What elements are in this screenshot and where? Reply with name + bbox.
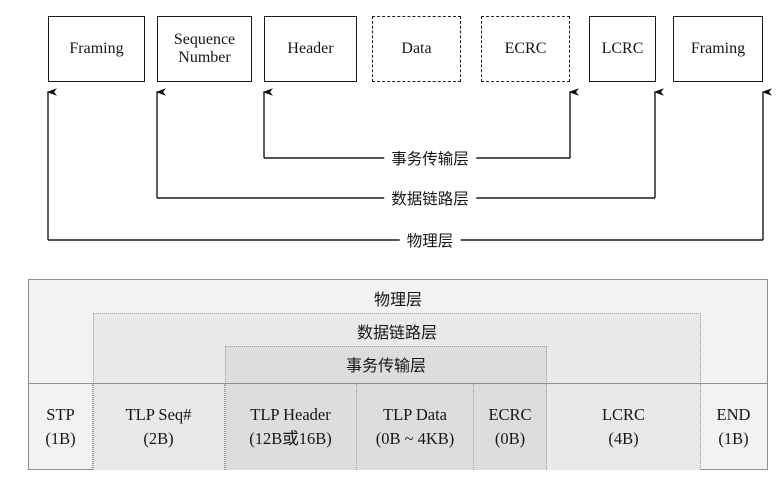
packet-field-size: (0B ~ 4KB) — [375, 429, 455, 448]
packet-field-name: STP — [46, 405, 75, 425]
packet-field-size: (1B) — [45, 429, 76, 448]
packet-box-framing: Framing — [48, 16, 145, 82]
packet-box-lcrc: LCRC — [589, 16, 656, 82]
packet-field-tlp-header: TLP Header (12B或16B) — [225, 384, 357, 470]
packet-box-ecrc: ECRC — [481, 16, 570, 82]
packet-field-name: TLP Data — [383, 405, 447, 425]
bracket-caption-transaction: 事务传输层 — [384, 147, 476, 169]
packet-box-data: Data — [372, 16, 461, 82]
band-label-datalink: 数据链路层 — [356, 325, 437, 342]
packet-box-label: LCRC — [601, 40, 644, 58]
pcie-packet-layer-panel: 物理层 数据链路层 事务传输层 STP (1B) TLP Seq# (2B) TLP H… — [28, 279, 768, 470]
packet-field-stp: STP (1B) — [29, 384, 93, 470]
packet-box-header: Header — [264, 16, 357, 82]
packet-box-label: Header — [287, 40, 334, 58]
packet-field-size: (4B) — [608, 429, 639, 448]
packet-field-size: (12B或16B) — [249, 429, 332, 448]
bracket-caption-datalink: 数据链路层 — [384, 187, 476, 209]
packet-field-name: TLP Seq# — [125, 405, 192, 425]
packet-field-size: (2B) — [143, 429, 174, 448]
packet-field-name: ECRC — [488, 405, 532, 425]
band-label-transaction: 事务传输层 — [345, 358, 426, 375]
packet-field-name: TLP Header — [250, 405, 331, 425]
packet-box-label: Framing — [690, 40, 746, 58]
packet-field-name: LCRC — [601, 405, 646, 425]
packet-field-size: (0B) — [494, 429, 526, 448]
packet-field-row: STP(1B)TLP Seq#(2B)TLP Header(12B或16B)TL… — [29, 383, 767, 470]
packet-box-label: Framing — [69, 40, 124, 58]
packet-field-size: (1B) — [718, 429, 749, 448]
packet-box-label: Data — [401, 40, 432, 58]
packet-field-tlp-seq: TLP Seq# (2B) — [93, 384, 225, 470]
packet-box-label: ECRC — [504, 40, 547, 58]
band-label-physical: 物理层 — [373, 292, 422, 309]
packet-field-tlp-data: TLP Data (0B ~ 4KB) — [357, 384, 474, 470]
packet-field-name: END — [716, 405, 751, 425]
packet-field-end: END (1B) — [701, 384, 766, 470]
packet-field-ecrc: ECRC (0B) — [474, 384, 547, 470]
packet-field-lcrc: LCRC (4B) — [547, 384, 701, 470]
band-transaction: 事务传输层 — [225, 346, 547, 470]
bracket-caption-physical: 物理层 — [399, 229, 461, 251]
packet-box-framing: Framing — [673, 16, 763, 82]
